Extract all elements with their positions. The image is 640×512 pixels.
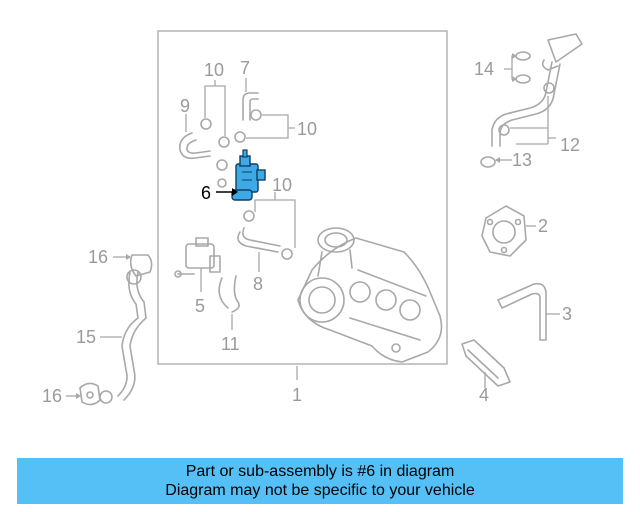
callout-3: 3 <box>562 304 572 324</box>
fitting-b <box>217 178 227 188</box>
part-6-valve[interactable] <box>231 149 266 201</box>
union-12-b <box>498 124 510 136</box>
part-1-turbo-manifold <box>297 227 443 363</box>
bracket-14 <box>504 55 515 80</box>
gasket-16-a <box>129 254 153 277</box>
leader-6-arrow <box>232 188 238 196</box>
hose-11 <box>218 275 240 313</box>
pipe-12 <box>491 61 561 147</box>
gasket-16-b <box>79 382 101 406</box>
leader-13-arrow <box>495 157 500 163</box>
info-banner: Part or sub-assembly is #6 in diagram Di… <box>17 458 623 504</box>
bracket-12 <box>510 96 556 145</box>
callout-1: 1 <box>292 385 302 405</box>
banner-line-2: Diagram may not be specific to your vehi… <box>165 482 475 499</box>
callout-12: 12 <box>560 135 580 155</box>
bracket-10-a <box>204 80 226 136</box>
leader-16-b-arrow <box>76 393 81 399</box>
flange-16-b <box>99 390 113 404</box>
part-2-gasket <box>481 205 527 257</box>
callout-4: 4 <box>479 385 489 405</box>
pipe-15 <box>117 271 147 401</box>
callout-13: 13 <box>512 150 532 170</box>
callout-16-a: 16 <box>88 247 108 267</box>
washer-14-b <box>515 74 531 84</box>
clamp-10-d <box>234 131 246 143</box>
washer-13 <box>480 156 496 168</box>
callout-16-b: 16 <box>42 386 62 406</box>
clamp-10-f <box>281 248 293 260</box>
washer-14-a <box>515 51 531 61</box>
pipe-12-fitting <box>541 33 583 71</box>
parts-diagram: 7 9 10 10 6 10 8 5 11 <box>42 30 583 406</box>
callout-2: 2 <box>538 216 548 236</box>
hose-8 <box>237 227 281 253</box>
bracket-10-b <box>246 114 295 139</box>
bracket-10-c <box>254 192 296 248</box>
part-4-shield <box>461 339 511 387</box>
callout-10-c: 10 <box>272 175 292 195</box>
flange-15 <box>126 269 142 285</box>
clamp-10-e <box>243 210 255 222</box>
clamp-10-c <box>250 109 262 121</box>
leader-14-arrow-a <box>512 53 517 59</box>
gasket-16-b-hole <box>86 391 94 399</box>
callout-7: 7 <box>240 58 250 78</box>
hose-9 <box>178 132 211 160</box>
leader-14-arrow-b <box>512 76 517 82</box>
assembly-frame <box>157 30 448 365</box>
leader-16-a-arrow <box>126 254 131 260</box>
callout-10-a: 10 <box>204 60 224 80</box>
part-5-actuator <box>174 237 221 278</box>
callout-5: 5 <box>195 296 205 316</box>
hose-7 <box>242 92 259 121</box>
clamp-10-b <box>218 136 230 148</box>
union-12 <box>543 82 555 94</box>
callout-11: 11 <box>221 334 240 354</box>
part-3-bracket <box>497 282 547 341</box>
callout-14: 14 <box>474 59 494 79</box>
callout-9: 9 <box>180 96 190 116</box>
fitting-a <box>216 159 228 171</box>
callout-15: 15 <box>76 327 96 347</box>
clamp-10-a <box>200 118 212 130</box>
callout-10-b: 10 <box>297 119 317 139</box>
callout-8: 8 <box>253 274 263 294</box>
banner-line-1: Part or sub-assembly is #6 in diagram <box>185 463 455 480</box>
callout-6: 6 <box>201 183 211 203</box>
